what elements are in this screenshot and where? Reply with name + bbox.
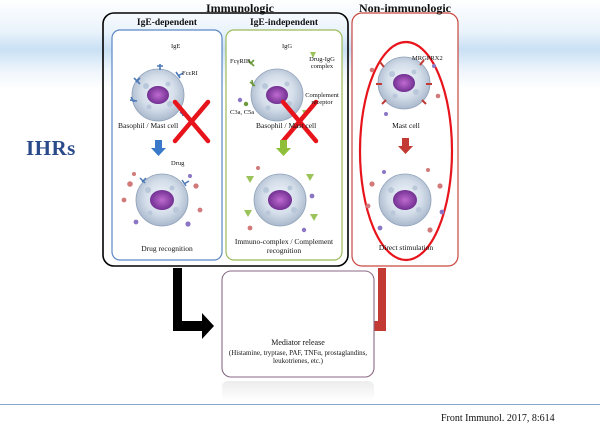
arrow-immunologic-to-mediator: [173, 268, 214, 339]
citation: Front Immunol. 2017, 8:614: [441, 413, 555, 424]
drug-label: Drug: [171, 160, 185, 167]
direct-stimulation-caption: Direct stimulation: [378, 243, 434, 252]
ige-label: IgE: [171, 43, 181, 50]
immuno-complex-caption: Immuno-complex / Complement recognition: [234, 237, 334, 255]
slide-side-title: IHRs: [26, 136, 76, 160]
arrow-down-blue: [151, 140, 166, 156]
mediator-release-title: Mediator release: [271, 338, 325, 347]
mrgprx2-label: MRGPRX2: [412, 55, 443, 62]
cross-mark-middle: [280, 99, 319, 144]
immunologic-header: Immunologic: [205, 1, 274, 15]
basophil-caption-middle: Basophil / Mast cell: [256, 121, 317, 130]
cross-mark-left: [172, 99, 211, 144]
mast-cell-caption: Mast cell: [392, 121, 420, 130]
fceri-label: FcεRI: [182, 70, 198, 77]
mediator-release-box: [221, 270, 375, 378]
igg-label: IgG: [282, 43, 293, 50]
basophil-cell-bottom-left: [121, 172, 203, 227]
ige-independent-title: IgE-independent: [249, 18, 319, 28]
footer-divider: [0, 404, 600, 405]
ige-dependent-title: IgE-dependent: [136, 18, 198, 28]
immunologic-frame: [102, 12, 349, 267]
direct-stimulation-highlight: [358, 40, 454, 262]
arrow-down-green: [276, 140, 291, 156]
mediator-reflection: [222, 381, 374, 401]
complement-receptor-label: Complement receptor: [305, 92, 339, 107]
arrow-down-red: [398, 138, 413, 154]
fcgriii-label: FcγRIII: [230, 58, 251, 65]
basophil-caption-left: Basophil / Mast cell: [118, 121, 179, 130]
mast-cell-top-right: [369, 56, 441, 116]
c3a-c5a-label: C3a, C5a: [230, 109, 255, 116]
non-immunologic-header: Non-immunologic: [358, 1, 451, 15]
drug-recognition-caption: Drug recognition: [141, 244, 193, 253]
basophil-cell-bottom-middle: [244, 166, 318, 233]
mast-cell-bottom-right: [365, 168, 445, 233]
basophil-cell-top-left: [129, 64, 186, 122]
drug-igg-complex-label: Drug-IgG complex: [309, 56, 335, 71]
mediator-release-detail: (Histamine, tryptase, PAF, TNFα, prostag…: [228, 349, 368, 366]
